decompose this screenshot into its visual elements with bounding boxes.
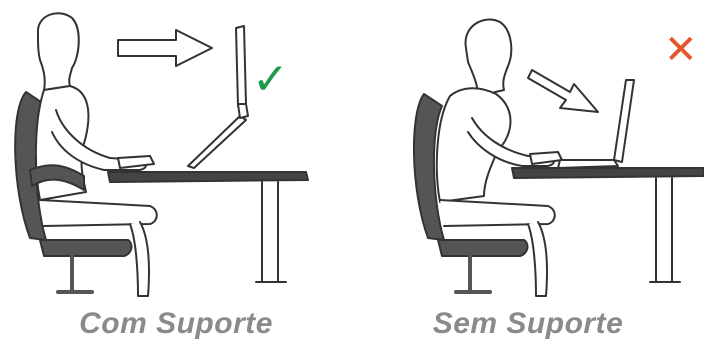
gaze-arrow: [528, 70, 598, 112]
laptop-base: [558, 160, 618, 168]
chair-post: [456, 256, 490, 292]
desk-top: [108, 172, 308, 182]
shin: [130, 222, 149, 296]
head: [466, 20, 512, 96]
laptop-stand: [188, 116, 246, 168]
caption-com-suporte: Com Suporte: [0, 307, 352, 341]
shin: [528, 222, 547, 296]
chair-post: [58, 256, 92, 292]
panel-sem-suporte: ✕ Sem Suporte: [352, 0, 704, 354]
cross-mark-icon: ✕: [664, 30, 698, 70]
check-mark-icon: ✓: [252, 58, 289, 102]
posture-illustration-with-support: [0, 0, 352, 300]
desk-top: [512, 168, 704, 178]
chair-seat: [40, 240, 131, 256]
head: [38, 13, 79, 90]
laptop-screen: [236, 26, 246, 106]
desk-leg: [262, 182, 278, 282]
laptop-screen: [614, 80, 634, 162]
caption-sem-suporte: Sem Suporte: [352, 307, 704, 341]
gaze-arrow: [118, 30, 212, 66]
laptop-hinge: [238, 104, 248, 118]
hand: [118, 156, 154, 168]
chair-seat: [438, 240, 527, 256]
desk-leg: [656, 178, 672, 282]
hand: [530, 152, 562, 164]
panel-com-suporte: ✓ Com Suporte: [0, 0, 352, 354]
posture-illustration-without-support: [352, 0, 704, 300]
